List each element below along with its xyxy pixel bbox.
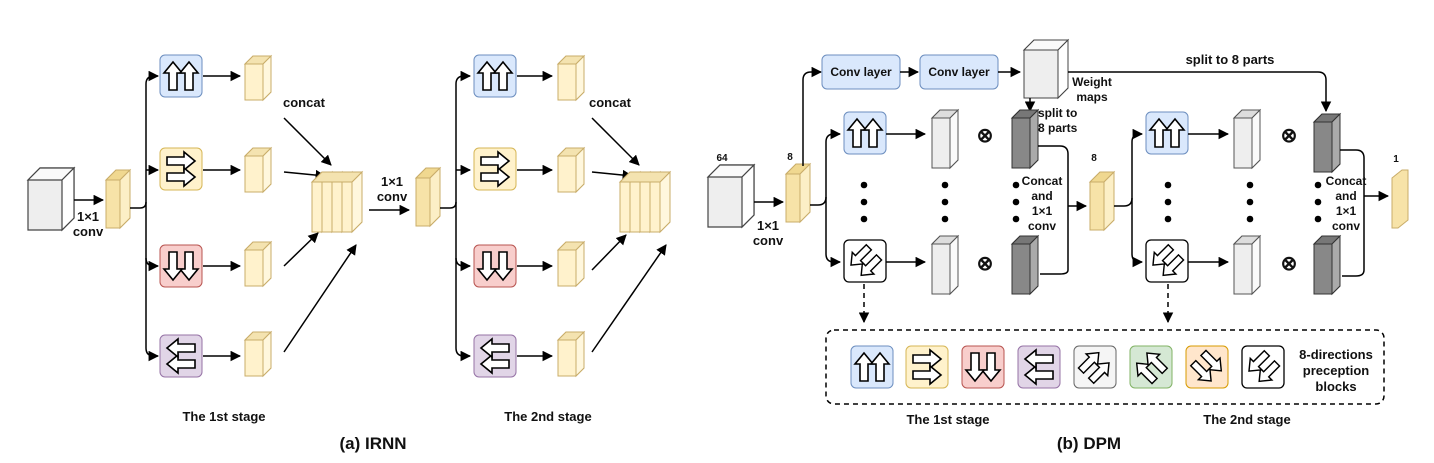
branch2-output-up [557,55,585,101]
dpm-caption: (b) DPM [1057,434,1121,453]
concat-label-2: concat [589,95,632,110]
up-direction-block-2 [473,54,517,98]
branch2-output-right [557,147,585,193]
conv-label-mid-1: 1×1 [381,174,403,189]
stage2-dpm-input [1089,171,1115,231]
conv-output-feature [105,169,131,229]
weight-map-top-2 [1313,113,1341,173]
legend-down-right-block [1185,345,1229,389]
weight-maps-label-1: Weight [1072,75,1112,89]
concat-feature-2 [619,171,671,233]
conv-label-1: 1×1 [77,209,99,224]
direction-blocks-legend [825,329,1385,405]
legend-up-right-block [1073,345,1117,389]
conv-out-channels: 8 [787,152,793,163]
ellipsis-dot [860,181,868,189]
dpm-panel: 64 1×1 conv 8 Conv layer Conv layer 64 W… [707,38,1409,453]
stage1-label: The 1st stage [182,409,265,424]
legend-up-block [850,345,894,389]
dpm-stage1-label: The 1st stage [906,412,989,427]
concat-conv-1b: and [1031,189,1052,203]
multiply-icon: ⊗ [1281,125,1298,147]
legend-right-block [905,345,949,389]
concat-conv-2c: 1×1 [1336,204,1357,218]
branch2-output-left [557,331,585,377]
branch-output-down [244,241,272,287]
conv-label-mid-2: conv [377,189,408,204]
dpm-conv-feature [785,163,811,223]
stage1-feature-top [931,109,959,169]
concat-conv-2d: conv [1332,219,1360,233]
input-feature-cube [27,167,75,231]
split-mid-label-1: split to [1038,106,1077,120]
mid-channels: 8 [1091,153,1097,164]
concat-conv-1c: 1×1 [1032,204,1053,218]
branch-output-left [244,331,272,377]
branch2-output-down [557,241,585,287]
output-feature [1391,169,1409,229]
weight-maps-label-2: maps [1076,90,1108,104]
conv-layer-2-label: Conv layer [928,65,990,79]
concat-label-1: concat [283,95,326,110]
input-channels: 64 [716,153,728,164]
right-direction-block-2 [473,147,517,191]
weight-map-top [1011,109,1039,169]
stage2-feature-bottom [1233,235,1261,295]
irnn-panel: 1×1 conv concat 1×1 conv [27,54,671,453]
concat-conv-2b: and [1335,189,1356,203]
left-direction-block [159,334,203,378]
dpm2-up-block [1145,111,1189,155]
legend-down-block [961,345,1005,389]
right-direction-block [159,147,203,191]
branch-output-right [244,147,272,193]
multiply-icon: ⊗ [1281,253,1298,275]
dpm-stage2-label: The 2nd stage [1203,412,1290,427]
irnn-caption: (a) IRNN [339,434,406,453]
dpm-down-left-block [843,239,887,283]
conv-layer-1-label: Conv layer [830,65,892,79]
weight-maps-cube [1022,38,1070,100]
dpm-conv-label-1: 1×1 [757,218,779,233]
stage1-feature-bottom [931,235,959,295]
split-top-label: split to 8 parts [1186,52,1275,67]
up-direction-block [159,54,203,98]
legend-label-3: blocks [1315,379,1356,394]
down-direction-block [159,244,203,288]
dpm-conv-label-2: conv [753,233,784,248]
split-mid-label-2: 8 parts [1038,121,1078,135]
weight-map-bottom [1011,235,1039,295]
legend-left-block [1017,345,1061,389]
down-direction-block-2 [473,244,517,288]
concat-conv-1d: conv [1028,219,1056,233]
output-channels: 1 [1393,154,1399,165]
concat-conv-1a: Concat [1022,174,1063,188]
legend-down-left-block [1241,345,1285,389]
legend-label-1: 8-directions [1299,347,1373,362]
legend-up-left-block [1129,345,1173,389]
conv-label-2: conv [73,224,104,239]
dpm2-down-left-block [1145,239,1189,283]
legend-label-2: preception [1303,363,1370,378]
multiply-icon: ⊗ [977,125,994,147]
concat-conv-2a: Concat [1326,174,1367,188]
concat-feature-1 [311,171,363,233]
weight-map-bottom-2 [1313,235,1341,295]
dpm-input-cube [707,164,755,228]
multiply-icon: ⊗ [977,253,994,275]
left-direction-block-2 [473,334,517,378]
stage2-feature-top [1233,109,1261,169]
branch-output-up [244,55,272,101]
dpm-up-block [843,111,887,155]
stage2-label: The 2nd stage [504,409,591,424]
stage2-input-feature [415,167,441,227]
